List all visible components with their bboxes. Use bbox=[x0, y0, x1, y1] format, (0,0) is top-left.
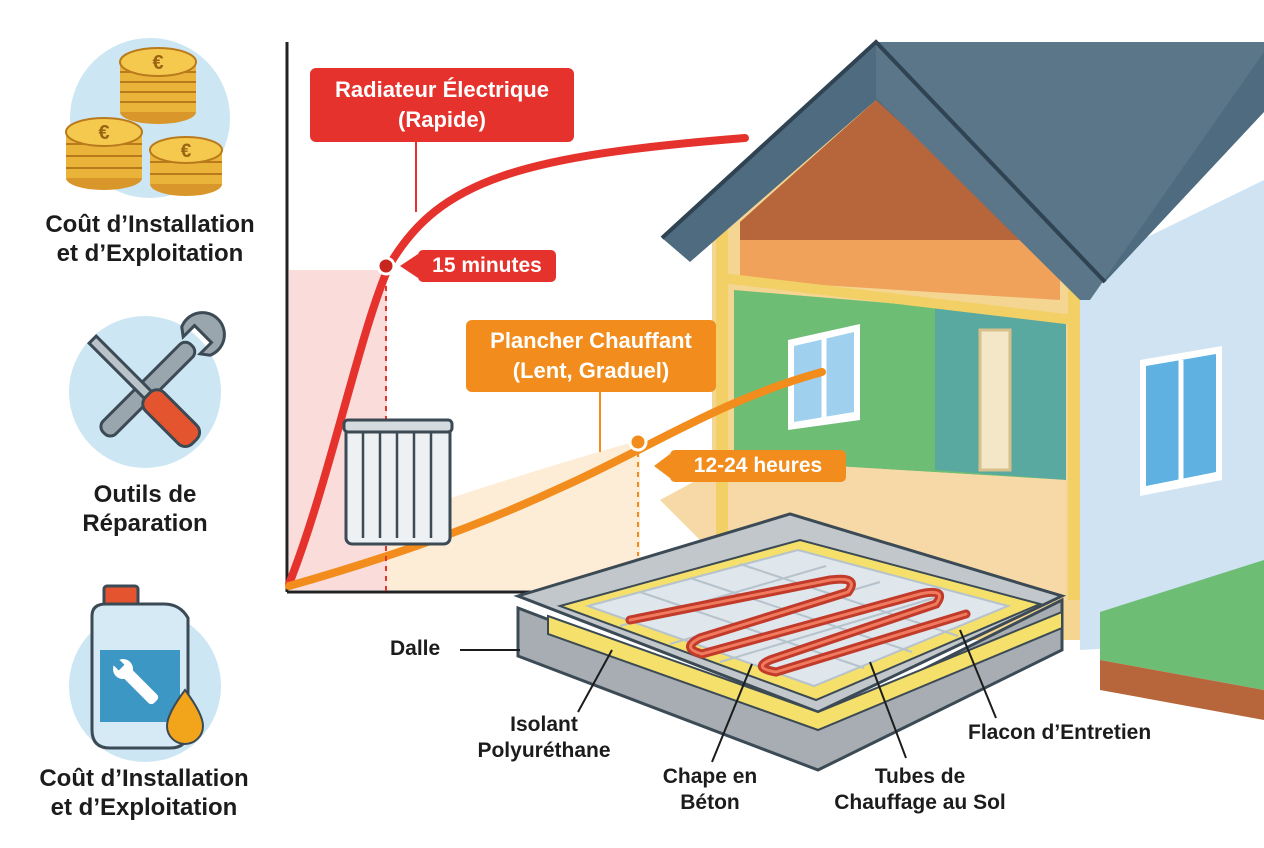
svg-text:€: € bbox=[98, 122, 109, 144]
floor-curve bbox=[285, 368, 826, 590]
sidebar-label-operating-cost: Coût d’Installation et d’Exploitation bbox=[39, 765, 249, 821]
svg-text:€: € bbox=[152, 52, 163, 74]
floor-layers bbox=[513, 512, 1067, 772]
radiator-callout: Radiateur Électrique (Rapide) bbox=[310, 68, 574, 142]
floor-callout: Plancher Chauffant (Lent, Graduel) bbox=[466, 320, 716, 392]
floor-time-tag: 12-24 heures bbox=[670, 450, 846, 482]
radiator-time-tag: 15 minutes bbox=[418, 250, 556, 282]
maintenance-bottle-icon bbox=[69, 584, 221, 762]
radiator-time-marker bbox=[376, 256, 396, 276]
house-cutaway bbox=[660, 39, 1264, 720]
exterior-window-icon bbox=[1140, 346, 1222, 496]
sidebar-label-installation-cost: Coût d’Installation et d’Exploitation bbox=[45, 211, 255, 267]
sidebar-label-repair-tools: Outils de Réparation bbox=[82, 481, 208, 537]
label-flacon: Flacon d’Entretien bbox=[968, 721, 1152, 744]
label-tubes: Tubes de Chauffage au Sol bbox=[834, 765, 1006, 814]
interior-window-icon bbox=[788, 324, 860, 430]
label-isolant: Isolant Polyuréthane bbox=[477, 713, 611, 762]
label-dalle: Dalle bbox=[390, 637, 441, 660]
label-chape: Chape en Béton bbox=[662, 765, 758, 814]
tools-icon bbox=[69, 311, 226, 468]
wrench-icon bbox=[111, 657, 159, 705]
radiator-icon bbox=[342, 418, 454, 546]
floor-time-marker bbox=[628, 432, 648, 452]
svg-text:€: € bbox=[181, 141, 192, 162]
euro-coins-icon: € € € bbox=[65, 38, 230, 198]
layer-leaders bbox=[460, 629, 997, 763]
